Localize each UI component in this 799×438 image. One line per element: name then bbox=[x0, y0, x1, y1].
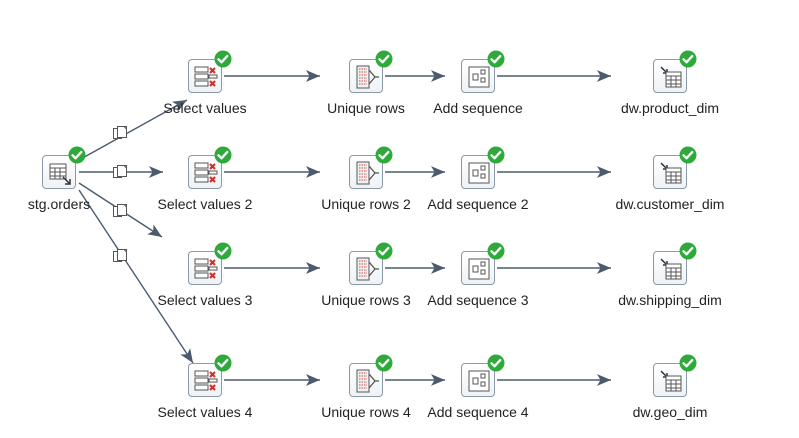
status-ok-icon bbox=[487, 354, 505, 372]
copy-rows-icon bbox=[112, 203, 128, 219]
status-ok-icon bbox=[679, 146, 697, 164]
hop-source-to-select-1[interactable] bbox=[78, 99, 188, 161]
step-output-1[interactable]: dw.product_dim bbox=[605, 50, 735, 119]
add-sequence-icon bbox=[461, 59, 495, 93]
step-label: dw.geo_dim bbox=[632, 404, 708, 420]
status-ok-icon bbox=[375, 242, 393, 260]
status-ok-icon bbox=[214, 242, 232, 260]
step-label: dw.shipping_dim bbox=[618, 292, 722, 308]
select-values-icon bbox=[188, 363, 222, 397]
add-sequence-icon bbox=[461, 155, 495, 189]
step-label: Add sequence 2 bbox=[427, 196, 529, 212]
status-ok-icon bbox=[679, 50, 697, 68]
step-label: Add sequence bbox=[433, 100, 523, 116]
unique-rows-icon bbox=[349, 59, 383, 93]
step-add-sequence-1[interactable]: Add sequence bbox=[413, 50, 543, 119]
copy-rows-icon bbox=[112, 125, 128, 141]
step-add-sequence-4[interactable]: Add sequence 4 bbox=[413, 354, 543, 423]
step-add-sequence-3[interactable]: Add sequence 3 bbox=[413, 242, 543, 311]
step-output-4[interactable]: dw.geo_dim bbox=[605, 354, 735, 423]
step-label: Select values 3 bbox=[157, 292, 253, 308]
step-unique-rows-2[interactable]: Unique rows 2 bbox=[301, 146, 431, 215]
step-label: stg.orders bbox=[27, 196, 91, 212]
step-label: Add sequence 4 bbox=[427, 404, 529, 420]
status-ok-icon bbox=[487, 50, 505, 68]
table-output-icon bbox=[653, 251, 687, 285]
step-label: Select values bbox=[163, 100, 247, 116]
step-label: Unique rows 3 bbox=[321, 292, 411, 308]
status-ok-icon bbox=[375, 354, 393, 372]
copy-rows-icon bbox=[112, 248, 128, 264]
step-select-values-4[interactable]: Select values 4 bbox=[140, 354, 270, 423]
status-ok-icon bbox=[214, 146, 232, 164]
select-values-icon bbox=[188, 251, 222, 285]
status-ok-icon bbox=[679, 354, 697, 372]
status-ok-icon bbox=[68, 146, 86, 164]
step-select-values-3[interactable]: Select values 3 bbox=[140, 242, 270, 311]
step-label: Unique rows bbox=[327, 100, 405, 116]
table-output-icon bbox=[653, 363, 687, 397]
step-select-values-2[interactable]: Select values 2 bbox=[140, 146, 270, 215]
hop-source-to-select-4[interactable] bbox=[78, 189, 194, 364]
step-label: Select values 4 bbox=[157, 404, 253, 420]
step-unique-rows-3[interactable]: Unique rows 3 bbox=[301, 242, 431, 311]
step-label: Add sequence 3 bbox=[427, 292, 529, 308]
step-unique-rows-4[interactable]: Unique rows 4 bbox=[301, 354, 431, 423]
add-sequence-icon bbox=[461, 251, 495, 285]
select-values-icon bbox=[188, 59, 222, 93]
step-output-2[interactable]: dw.customer_dim bbox=[605, 146, 735, 215]
status-ok-icon bbox=[487, 146, 505, 164]
copy-rows-icon bbox=[112, 164, 128, 180]
status-ok-icon bbox=[679, 242, 697, 260]
step-label: Unique rows 4 bbox=[321, 404, 411, 420]
step-add-sequence-2[interactable]: Add sequence 2 bbox=[413, 146, 543, 215]
table-output-icon bbox=[653, 59, 687, 93]
step-unique-rows-1[interactable]: Unique rows bbox=[301, 50, 431, 119]
status-ok-icon bbox=[375, 146, 393, 164]
step-output-3[interactable]: dw.shipping_dim bbox=[605, 242, 735, 311]
step-label: Unique rows 2 bbox=[321, 196, 411, 212]
status-ok-icon bbox=[214, 354, 232, 372]
step-label: dw.product_dim bbox=[620, 100, 720, 116]
status-ok-icon bbox=[214, 50, 232, 68]
unique-rows-icon bbox=[349, 363, 383, 397]
step-stg-orders[interactable]: stg.orders bbox=[0, 146, 124, 215]
step-label: dw.customer_dim bbox=[615, 196, 725, 212]
step-select-values-1[interactable]: Select values bbox=[140, 50, 270, 119]
table-output-icon bbox=[653, 155, 687, 189]
step-label: Select values 2 bbox=[157, 196, 253, 212]
status-ok-icon bbox=[375, 50, 393, 68]
status-ok-icon bbox=[487, 242, 505, 260]
table-input-icon bbox=[42, 155, 76, 189]
unique-rows-icon bbox=[349, 155, 383, 189]
select-values-icon bbox=[188, 155, 222, 189]
add-sequence-icon bbox=[461, 363, 495, 397]
unique-rows-icon bbox=[349, 251, 383, 285]
